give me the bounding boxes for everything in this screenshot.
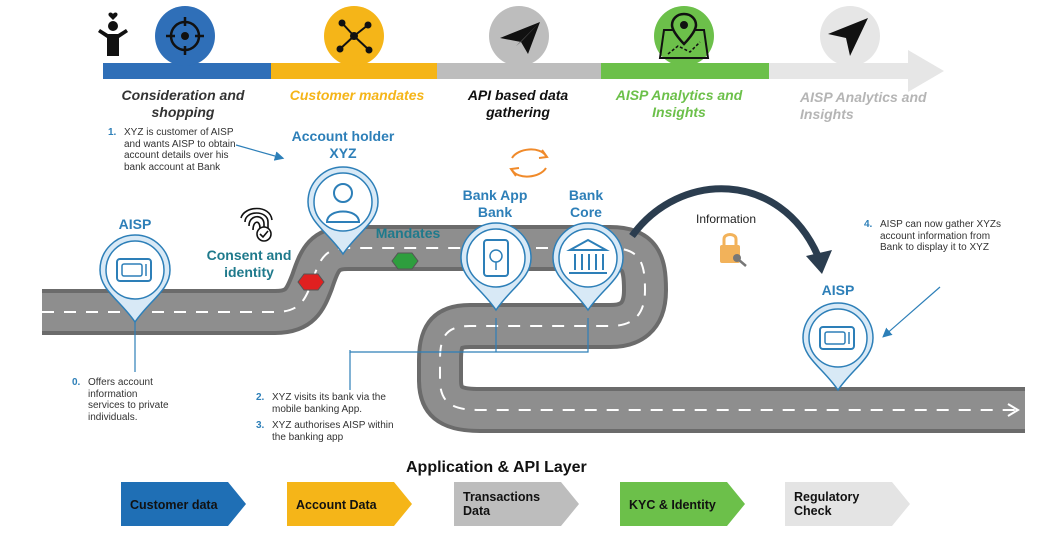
- information-flow-arrow: [629, 185, 822, 258]
- pin-title-bank-app: Bank App Bank: [462, 187, 528, 220]
- note-0-number: 0.: [72, 377, 81, 388]
- chevron-label-transactions-data: Transactions Data: [463, 490, 541, 518]
- note-4-number: 4.: [864, 219, 873, 230]
- consent-marker-red: [297, 273, 325, 291]
- note-1: 1. XYZ is customer of AISP and wants AIS…: [108, 127, 236, 189]
- pin-bank-core: [552, 222, 624, 312]
- note-4: 4. AISP can now gather XYZs account info…: [864, 219, 1004, 269]
- timeline-segment-3: [437, 63, 601, 79]
- pin-title-account-holder: Account holder XYZ: [291, 128, 395, 161]
- note-0-text: Offers account information services to p…: [88, 377, 169, 423]
- timeline-segment-2: [271, 63, 437, 79]
- note-2-text: XYZ visits its bank via the mobile banki…: [272, 392, 386, 415]
- chevron-label-regulatory-check: Regulatory Check: [794, 490, 860, 518]
- note-2-number: 2.: [256, 392, 265, 403]
- pin-aisp-left: [99, 234, 171, 324]
- chevron-account-data: [287, 482, 412, 526]
- fingerprint-icon: [240, 207, 273, 242]
- consent-identity-label: Consent and identity: [206, 247, 292, 280]
- chevron-kyc-identity: [620, 482, 745, 526]
- pin-title-bank-core: Bank Core: [568, 187, 604, 220]
- note-1-text: XYZ is customer of AISP and wants AISP t…: [124, 127, 236, 173]
- note4-arrow: [882, 286, 941, 338]
- connector-lines: [134, 318, 589, 390]
- timeline-bar: [103, 50, 944, 92]
- api-layer-title: Application & API Layer: [406, 459, 587, 476]
- pin-aisp-right: [802, 302, 874, 392]
- mandates-label: Mandates: [375, 225, 441, 241]
- person-heart-icon: [98, 12, 128, 56]
- pin-bank-app: [460, 222, 532, 312]
- information-label: Information: [696, 212, 757, 226]
- stage-label-5: AISP Analytics and Insights: [800, 89, 927, 122]
- sync-icon: [509, 148, 549, 178]
- stage-icons: [155, 6, 880, 66]
- note-4-text: AISP can now gather XYZs account informa…: [880, 219, 1001, 253]
- lock-key-icon: [720, 233, 747, 267]
- chevron-regulatory-check: [785, 482, 910, 526]
- chevron-label-customer-data: Customer data: [130, 498, 218, 512]
- pin-title-aisp-right: AISP: [821, 282, 855, 298]
- mandates-marker-green: [391, 252, 419, 270]
- pin-title-aisp-left: AISP: [118, 216, 152, 232]
- pin-account-holder: [307, 166, 379, 256]
- stage-label-1: Consideration and shopping: [121, 87, 245, 120]
- timeline-segment-1: [103, 63, 271, 79]
- note-3-text: XYZ authorises AISP within the banking a…: [272, 420, 394, 443]
- chevron-label-account-data: Account Data: [296, 498, 377, 512]
- timeline-segment-4: [601, 63, 769, 79]
- stage-label-4: AISP Analytics and Insights: [615, 87, 743, 120]
- chevron-customer-data: [121, 482, 246, 526]
- note-1-number: 1.: [108, 127, 117, 138]
- note1-arrow: [235, 144, 285, 161]
- note-0: 0. Offers account information services t…: [72, 377, 172, 427]
- chevron-label-kyc-identity: KYC & Identity: [629, 498, 716, 512]
- stage-label-2: Customer mandates: [289, 87, 425, 103]
- road: [42, 225, 1025, 433]
- note-2: 2. XYZ visits its bank via the mobile ba…: [256, 392, 396, 418]
- note-3: 3. XYZ authorises AISP within the bankin…: [256, 420, 396, 446]
- api-layer-chevrons: [121, 482, 910, 526]
- chevron-transactions-data: [454, 482, 579, 526]
- note-3-number: 3.: [256, 420, 265, 431]
- timeline-arrow-head: [769, 50, 944, 92]
- stage-label-3: API based data gathering: [467, 87, 569, 120]
